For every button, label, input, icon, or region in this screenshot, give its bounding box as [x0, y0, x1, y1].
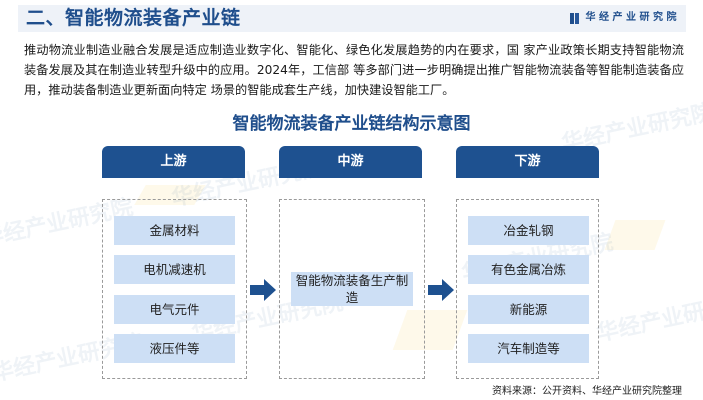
upstream-item: 金属材料 — [114, 216, 235, 245]
book-logo-icon — [569, 12, 580, 24]
midstream-item: 智能物流装备生产制造 — [291, 272, 413, 306]
downstream-item: 新能源 — [468, 295, 589, 324]
section-title: 二、智能物流装备产业链 — [26, 7, 241, 29]
column-header-downstream: 下游 — [456, 146, 599, 178]
downstream-item: 汽车制造等 — [468, 334, 589, 363]
watermark-shape — [604, 220, 666, 250]
brand-name: 华经产业研究院 — [585, 12, 680, 23]
upstream-box — [102, 199, 247, 379]
upstream-item: 液压件等 — [114, 334, 235, 363]
downstream-item: 冶金轧钢 — [468, 216, 589, 245]
arrow-right-icon — [428, 279, 454, 301]
watermark-text: 华经产业研究院 — [594, 290, 703, 347]
brand-logo: 华经产业研究院 — [569, 11, 681, 25]
column-header-midstream: 中游 — [279, 146, 422, 178]
downstream-box — [456, 199, 599, 379]
section-title-bar: 二、智能物流装备产业链 华经产业研究院 — [18, 5, 686, 32]
column-header-upstream: 上游 — [102, 146, 245, 178]
diagram-title: 智能物流装备产业链结构示意图 — [232, 114, 471, 134]
upstream-item: 电气元件 — [114, 295, 235, 324]
midstream-box — [279, 199, 425, 379]
source-note: 资料来源：公开资料、华经产业研究院整理 — [492, 386, 682, 397]
downstream-item: 有色金属冶炼 — [468, 255, 589, 284]
intro-paragraph: 推动物流业制造业融合发展是适应制造业数字化、智能化、绿色化发展趋势的内在要求，国… — [24, 43, 684, 97]
upstream-item: 电机减速机 — [114, 255, 235, 284]
arrow-right-icon — [250, 279, 276, 301]
